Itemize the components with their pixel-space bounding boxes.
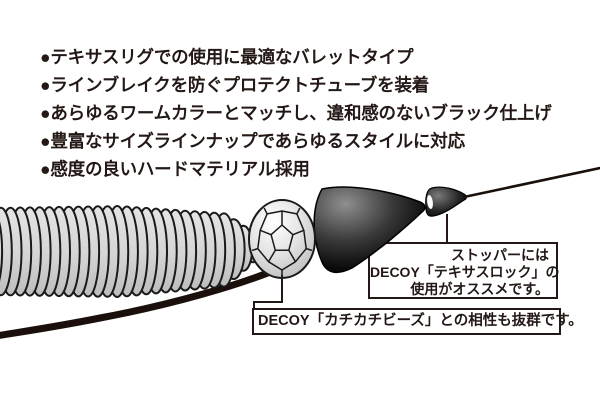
stopper-callout-line: 使用がオススメです。 (410, 281, 549, 298)
worm (0, 205, 263, 298)
fishing-line-lower (0, 264, 284, 339)
feature-item: ●豊富なサイズラインナップであらゆるスタイルに対応 (40, 131, 465, 151)
feature-item: ●テキサスリグでの使用に最適なバレットタイプ (40, 47, 414, 67)
beads-callout-text: DECOY「カチカチビーズ」との相性も抜群です。 (258, 313, 583, 329)
feature-item: ●感度の良いハードマテリアル採用 (40, 159, 310, 179)
beads-callout-box: DECOY「カチカチビーズ」との相性も抜群です。 (252, 308, 583, 335)
stopper-callout-line: ストッパーには (451, 247, 549, 263)
feature-item: ●ラインブレイクを防ぐプロテクトチューブを装着 (40, 75, 430, 95)
beads-leader-line (253, 275, 283, 308)
line-stopper (425, 186, 467, 217)
feature-item: ●あらゆるワームカラーとマッチし、違和感のないブラック仕上げ (40, 103, 552, 123)
stopper-callout-line: DECOY「テキサスロック」の (370, 264, 560, 281)
feature-list: ●テキサスリグでの使用に最適なバレットタイプ ●ラインブレイクを防ぐプロテクトチ… (40, 43, 552, 183)
bead (248, 199, 316, 279)
stopper-callout-box: ストッパーには DECOY「テキサスロック」の 使用がオススメです。 (368, 242, 560, 299)
